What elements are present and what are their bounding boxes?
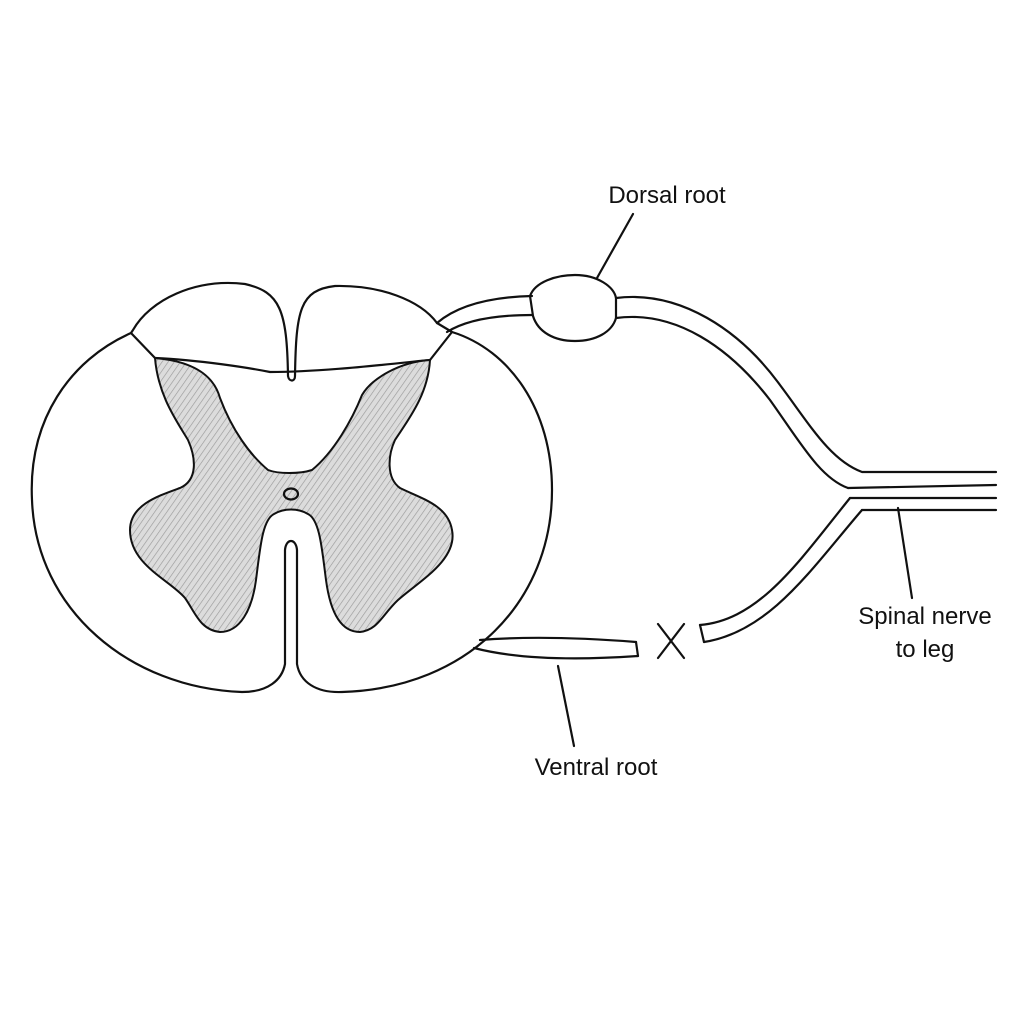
dorsal-root-ganglion bbox=[528, 273, 618, 343]
central-canal bbox=[282, 487, 300, 501]
dorsal-root-upper bbox=[435, 294, 534, 325]
ventral-root-distal-upper bbox=[698, 496, 852, 627]
ventral-root-distal-cut-end bbox=[698, 623, 706, 644]
spinal-nerve-label-line1: Spinal nerve bbox=[858, 603, 991, 630]
dorsal-root-lower bbox=[445, 313, 534, 334]
dorsal-root-leader-line bbox=[595, 212, 635, 280]
dorsal-root-distal-lower bbox=[614, 315, 850, 490]
ventral-root-proximal-cut-end bbox=[634, 640, 640, 658]
x-mark-icon bbox=[656, 622, 686, 660]
spinal-nerve-line-a bbox=[846, 483, 998, 490]
ventral-root-label: Ventral root bbox=[535, 754, 658, 781]
spinal-cord-cross-section bbox=[30, 281, 554, 694]
ventral-root-leader-line bbox=[556, 664, 576, 748]
dorsal-root-distal-upper bbox=[614, 295, 998, 474]
dorsal-column-boundary-left bbox=[129, 331, 157, 360]
spinal-nerve-label-line2: to leg bbox=[896, 636, 955, 663]
grey-matter bbox=[129, 357, 454, 633]
dorsal-root-label: Dorsal root bbox=[608, 182, 726, 209]
spinal-nerve-leader-line bbox=[896, 506, 914, 600]
ventral-root-proximal-upper bbox=[478, 636, 638, 644]
dorsal-column-arc bbox=[153, 356, 432, 374]
ventral-root-distal-lower bbox=[702, 508, 864, 644]
dorsal-column-boundary-right bbox=[428, 330, 454, 362]
ventral-root-proximal-lower bbox=[472, 646, 640, 660]
